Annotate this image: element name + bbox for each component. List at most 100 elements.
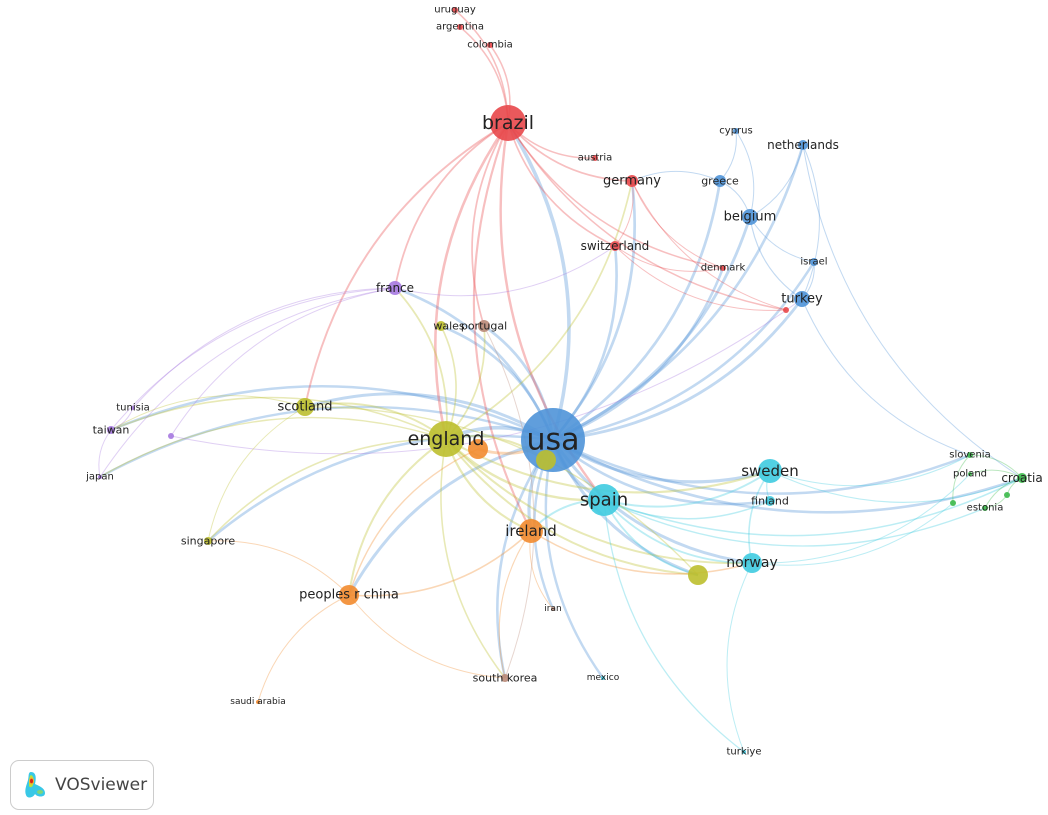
node-label-finland[interactable]: finland [751, 495, 789, 508]
node-label-scotland[interactable]: scotland [277, 400, 332, 415]
node-label-colombia[interactable]: colombia [467, 40, 513, 51]
node-label-argentina[interactable]: argentina [436, 22, 484, 33]
node-label-wales[interactable]: wales [433, 320, 465, 333]
node-turkiye[interactable] [742, 750, 746, 754]
node-switzerland[interactable] [610, 241, 620, 251]
node-red-x[interactable] [783, 307, 789, 313]
node-croatia[interactable] [1017, 473, 1027, 483]
vosviewer-logo[interactable]: VOSviewer [10, 760, 154, 810]
node-label-denmark[interactable]: denmark [701, 263, 746, 274]
node-label-israel[interactable]: israel [800, 257, 827, 268]
node-label-portugal[interactable]: portugal [461, 320, 507, 333]
node-israel[interactable] [810, 258, 818, 266]
node-label-switzerland[interactable]: switzerland [581, 239, 650, 253]
node-label-saudi[interactable]: saudi arabia [230, 697, 285, 707]
link-england-japan [99, 416, 447, 478]
node-iran[interactable] [551, 607, 555, 611]
node-yellow-x[interactable] [688, 565, 708, 585]
node-estonia[interactable] [982, 505, 988, 511]
node-label-sweden[interactable]: sweden [741, 462, 799, 480]
link-norway-turkiye [726, 562, 753, 753]
node-label-greece[interactable]: greece [701, 175, 739, 188]
node-belgium[interactable] [742, 209, 758, 225]
node-norway[interactable] [742, 553, 762, 573]
link-spain-norway [603, 499, 753, 564]
node-southkorea[interactable] [501, 674, 509, 682]
node-label-england[interactable]: england [408, 428, 485, 450]
link-brazil-denmark [507, 122, 724, 269]
link-england-norway [445, 438, 753, 565]
node-scotland[interactable] [296, 398, 314, 416]
node-greece[interactable] [714, 175, 726, 187]
node-sweden[interactable] [758, 459, 782, 483]
link-turkey-slovenia [801, 298, 971, 456]
link-norway-poland [751, 473, 971, 564]
node-austria[interactable] [592, 155, 598, 161]
node-label-turkiye[interactable]: turkiye [726, 747, 761, 758]
node-orange-x[interactable] [468, 439, 488, 459]
node-label-mexico[interactable]: mexico [587, 673, 620, 683]
node-label-belgium[interactable]: belgium [724, 210, 777, 225]
node-label-japan[interactable]: japan [85, 472, 114, 483]
link-england-china [348, 438, 447, 596]
node-label-taiwan[interactable]: taiwan [93, 424, 130, 437]
node-label-southkorea[interactable]: south korea [473, 672, 538, 685]
node-argentina[interactable] [457, 24, 463, 30]
node-yellow-y[interactable] [536, 450, 556, 470]
node-germany[interactable] [626, 175, 638, 187]
node-label-slovenia[interactable]: slovenia [949, 450, 990, 461]
node-label-france[interactable]: france [376, 281, 414, 295]
node-england[interactable] [428, 421, 464, 457]
node-brazil[interactable] [490, 105, 526, 141]
node-turkey[interactable] [794, 291, 810, 307]
node-label-tunisia[interactable]: tunisia [116, 403, 150, 414]
node-label-spain[interactable]: spain [580, 490, 628, 511]
node-ireland[interactable] [519, 519, 543, 543]
node-label-brazil[interactable]: brazil [482, 112, 534, 134]
link-scotland-singapore [207, 406, 306, 542]
node-poland[interactable] [968, 472, 972, 476]
node-tunisia[interactable] [131, 406, 135, 410]
link-brazil-england [434, 122, 510, 440]
link-england-spain [445, 438, 605, 502]
node-label-ireland[interactable]: ireland [505, 522, 557, 540]
node-cyprus[interactable] [733, 128, 739, 134]
node-finland[interactable] [765, 496, 775, 506]
node-label-estonia[interactable]: estonia [967, 503, 1004, 514]
node-label-china[interactable]: peoples r china [299, 588, 399, 603]
node-label-norway[interactable]: norway [726, 555, 778, 571]
node-label-netherlands[interactable]: netherlands [767, 138, 839, 152]
link-switzerland-denmark [614, 245, 724, 272]
node-purple-x[interactable] [168, 433, 174, 439]
node-label-usa[interactable]: usa [526, 423, 579, 458]
node-label-croatia[interactable]: croatia [1001, 471, 1042, 485]
node-label-poland[interactable]: poland [953, 469, 987, 480]
node-label-iran[interactable]: iran [544, 604, 561, 614]
node-singapore[interactable] [204, 537, 212, 545]
node-green-x[interactable] [950, 500, 956, 506]
vosviewer-logo-icon [25, 772, 45, 798]
node-spain[interactable] [588, 484, 620, 516]
node-wales[interactable] [436, 321, 446, 331]
node-japan[interactable] [98, 475, 102, 479]
node-label-singapore[interactable]: singapore [181, 535, 235, 548]
node-green-y[interactable] [1004, 492, 1010, 498]
link-usa-southkorea [496, 439, 555, 679]
node-portugal[interactable] [478, 320, 490, 332]
node-label-uruguay[interactable]: uruguay [434, 5, 476, 16]
node-label-austria[interactable]: austria [578, 153, 613, 164]
node-colombia[interactable] [487, 42, 493, 48]
node-taiwan[interactable] [107, 426, 115, 434]
node-china[interactable] [339, 585, 359, 605]
node-slovenia[interactable] [967, 452, 973, 458]
node-denmark[interactable] [720, 265, 726, 271]
node-france[interactable] [388, 281, 402, 295]
node-saudi[interactable] [256, 700, 260, 704]
node-netherlands[interactable] [798, 140, 808, 150]
node-mexico[interactable] [601, 676, 605, 680]
node-label-turkey[interactable]: turkey [781, 292, 823, 307]
node-label-cyprus[interactable]: cyprus [719, 126, 752, 137]
node-label-germany[interactable]: germany [603, 174, 661, 189]
node-uruguay[interactable] [452, 7, 458, 13]
